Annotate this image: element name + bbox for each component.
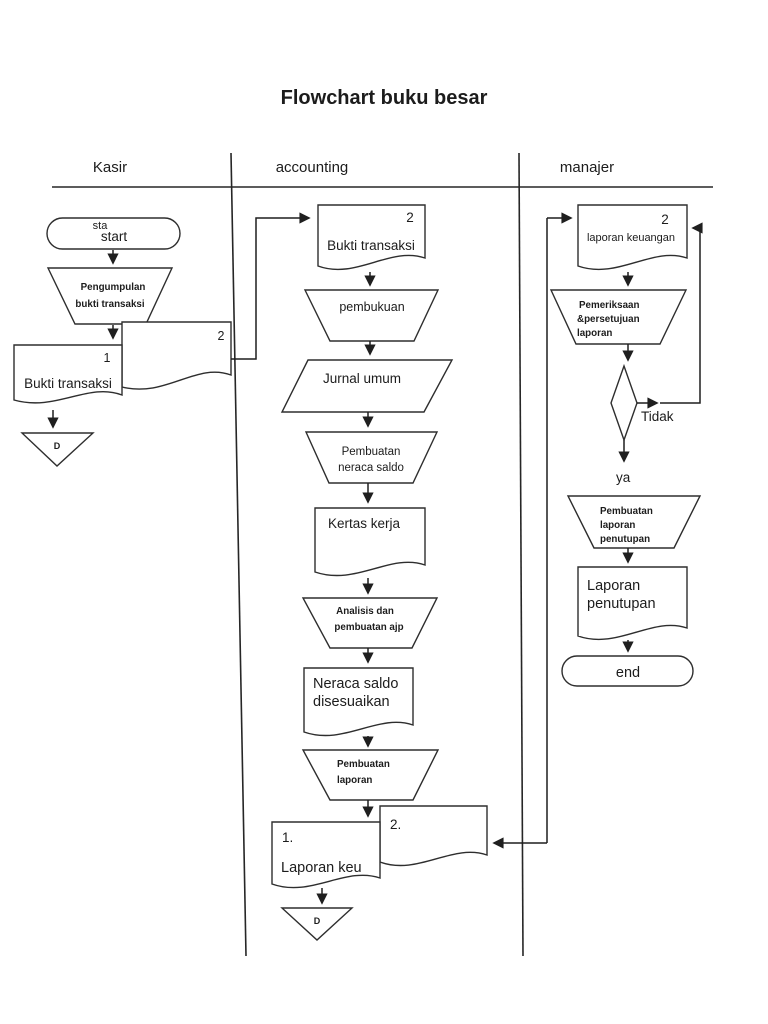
document-neraca-saldo-disesuaikan: Neraca saldo disesuaikan [303, 667, 414, 737]
laporan-doc1-label: Laporan keu [281, 860, 362, 876]
connector-tidak-loopback [660, 222, 703, 404]
laporan-doc2-copy-number: 2. [390, 817, 401, 832]
analisis-line2: pembuatan ajp [334, 622, 403, 633]
kertas-label: Kertas kerja [328, 516, 401, 531]
document-bukti-transaksi-copy1: 1 Bukti transaksi [13, 344, 123, 404]
document-laporan-keu-copy2: 2. [379, 805, 488, 867]
pembuatan-laporan-line2: laporan [337, 775, 372, 786]
end-label: end [616, 665, 640, 681]
lane-header-kasir: Kasir [93, 159, 127, 176]
pembuatan-penutupan-line1: Pembuatan [600, 506, 653, 517]
jurnal-label: Jurnal umum [323, 371, 401, 386]
start-overlay-label: sta [93, 220, 109, 232]
pembuatan-laporan-line1: Pembuatan [337, 759, 390, 770]
neraca-line2: neraca saldo [338, 462, 404, 474]
document-laporan-penutupan: Laporan penutupan [577, 566, 688, 641]
end-terminator: end [561, 655, 694, 687]
decision-diamond [610, 363, 638, 443]
lap-penutupan-line1: Laporan [587, 578, 640, 594]
manual-op-pembukuan: pembukuan [303, 289, 440, 342]
pemeriksaan-line3: laporan [577, 328, 612, 339]
pengumpulan-line1: Pengumpulan [81, 282, 146, 293]
neraca-line1: Pembuatan [342, 446, 401, 458]
decision-no-label: Tidak [641, 409, 674, 424]
lapkeu-label: laporan keuangan [587, 232, 675, 244]
nsd-line1: Neraca saldo [313, 676, 398, 692]
archive-triangle-kasir: D [20, 432, 95, 467]
decision-yes-label: ya [616, 470, 631, 485]
page-title: Flowchart buku besar [281, 87, 488, 109]
lane-header-manajer: manajer [560, 159, 614, 176]
document-laporan-keuangan: 2 laporan keuangan [577, 204, 688, 271]
lane-divider-kasir-accounting [230, 152, 247, 957]
lap-penutupan-line2: penutupan [587, 596, 656, 612]
document-laporan-keu-copy1: 1. Laporan keu [271, 821, 381, 889]
doc1-label: Bukti transaksi [24, 376, 112, 391]
io-jurnal-umum: Jurnal umum [280, 359, 454, 413]
manual-op-pengumpulan: Pengumpulan bukti transaksi [46, 267, 174, 325]
document-bukti-transaksi-accounting: 2 Bukti transaksi [317, 204, 426, 271]
arrow-kasir-doc2-to-accounting [231, 212, 311, 360]
start-terminator: sta start [46, 217, 181, 250]
pembuatan-penutupan-line3: penutupan [600, 534, 650, 545]
analisis-line1: Analisis dan [336, 606, 394, 617]
acc-bukti-copy-number: 2 [406, 210, 414, 225]
manual-op-analisis-ajp: Analisis dan pembuatan ajp [301, 597, 439, 649]
pembukuan-label: pembukuan [339, 300, 404, 314]
pembuatan-penutupan-line2: laporan [600, 520, 635, 531]
archive-label-accounting: D [314, 916, 321, 926]
pengumpulan-line2: bukti transaksi [75, 299, 144, 310]
laporan-doc1-copy-number: 1. [282, 830, 293, 845]
pemeriksaan-line2: &persetujuan [577, 314, 640, 325]
document-bukti-transaksi-copy2: 2 [121, 321, 232, 390]
doc2-copy-number: 2 [218, 329, 225, 343]
acc-bukti-label: Bukti transaksi [327, 238, 415, 253]
doc1-copy-number: 1 [104, 351, 111, 365]
start-label: start [101, 229, 128, 244]
manual-op-pembuatan-neraca-saldo: Pembuatan neraca saldo [304, 431, 439, 484]
manual-op-pemeriksaan: Pemeriksaan &persetujuan laporan [549, 289, 688, 345]
document-kertas-kerja: Kertas kerja [314, 507, 426, 577]
lane-header-accounting: accounting [276, 159, 349, 176]
lapkeu-copy-number: 2 [661, 212, 669, 227]
archive-label-kasir: D [54, 441, 61, 451]
manual-op-pembuatan-penutupan: Pembuatan laporan penutupan [566, 495, 702, 549]
nsd-line2: disesuaikan [313, 694, 390, 710]
pemeriksaan-line1: Pemeriksaan [579, 300, 639, 311]
manual-op-pembuatan-laporan: Pembuatan laporan [301, 749, 440, 801]
lane-divider-accounting-manajer [518, 152, 524, 957]
archive-triangle-accounting: D [280, 907, 354, 941]
